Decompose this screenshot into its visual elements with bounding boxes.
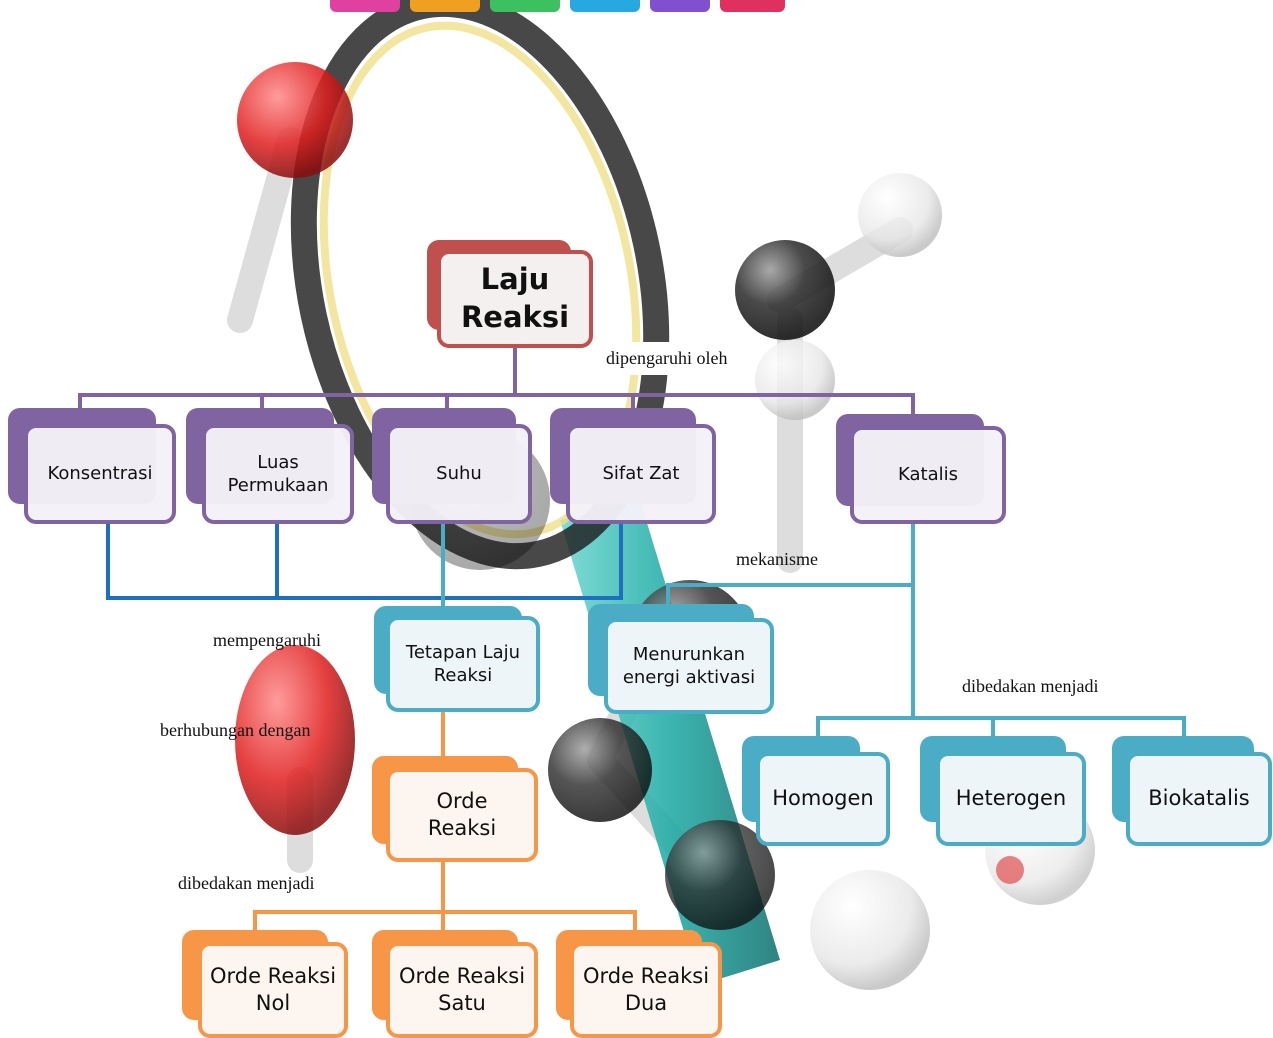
node-catalyst-heterogen-label: Heterogen: [936, 752, 1086, 846]
node-order-zero: Orde Reaksi Nol: [182, 930, 348, 1038]
edge-label-mempengaruhi: mempengaruhi: [213, 630, 321, 650]
node-factor-luas-permukaan-label: Luas Permukaan: [202, 424, 354, 524]
node-order-one-label: Orde Reaksi Satu: [386, 942, 538, 1038]
edge-label-dipengaruhi-oleh: dipengaruhi oleh: [596, 342, 738, 375]
node-factor-katalis-label: Katalis: [850, 426, 1006, 524]
node-reaction-order: Orde Reaksi: [372, 756, 538, 862]
edge-label-berhubungan-dengan: berhubungan dengan: [160, 720, 311, 740]
node-rate-constant: Tetapan Laju Reaksi: [374, 606, 540, 712]
node-factor-sifat-zat-label: Sifat Zat: [566, 424, 716, 524]
node-factor-katalis: Katalis: [836, 414, 1006, 524]
node-reaction-order-label: Orde Reaksi: [386, 768, 538, 862]
node-factor-konsentrasi: Konsentrasi: [8, 408, 176, 524]
node-order-two-label: Orde Reaksi Dua: [570, 942, 722, 1038]
edge-label-catalyst-types: dibedakan menjadi: [962, 676, 1099, 696]
node-catalyst-mechanism: Menurunkan energi aktivasi: [588, 604, 774, 714]
node-catalyst-homogen-label: Homogen: [756, 752, 890, 846]
node-factor-luas-permukaan: Luas Permukaan: [186, 408, 354, 524]
node-root-label: Laju Reaksi: [437, 250, 593, 348]
node-catalyst-mechanism-label: Menurunkan energi aktivasi: [604, 618, 774, 714]
node-catalyst-biokatalis: Biokatalis: [1112, 736, 1272, 846]
node-factor-suhu: Suhu: [372, 408, 532, 524]
node-order-two: Orde Reaksi Dua: [556, 930, 722, 1038]
node-order-zero-label: Orde Reaksi Nol: [198, 942, 348, 1038]
edge-label-order-types: dibedakan menjadi: [178, 873, 315, 893]
node-factor-konsentrasi-label: Konsentrasi: [24, 424, 176, 524]
edge-label-mekanisme: mekanisme: [736, 549, 818, 569]
node-catalyst-homogen: Homogen: [742, 736, 890, 846]
node-rate-constant-label: Tetapan Laju Reaksi: [386, 616, 540, 712]
title-art: [330, 0, 785, 12]
node-catalyst-heterogen: Heterogen: [920, 736, 1086, 846]
node-factor-suhu-label: Suhu: [386, 424, 532, 524]
node-root: Laju Reaksi: [427, 240, 593, 348]
node-factor-sifat-zat: Sifat Zat: [550, 408, 716, 524]
node-catalyst-biokatalis-label: Biokatalis: [1126, 752, 1272, 846]
node-order-one: Orde Reaksi Satu: [372, 930, 538, 1038]
